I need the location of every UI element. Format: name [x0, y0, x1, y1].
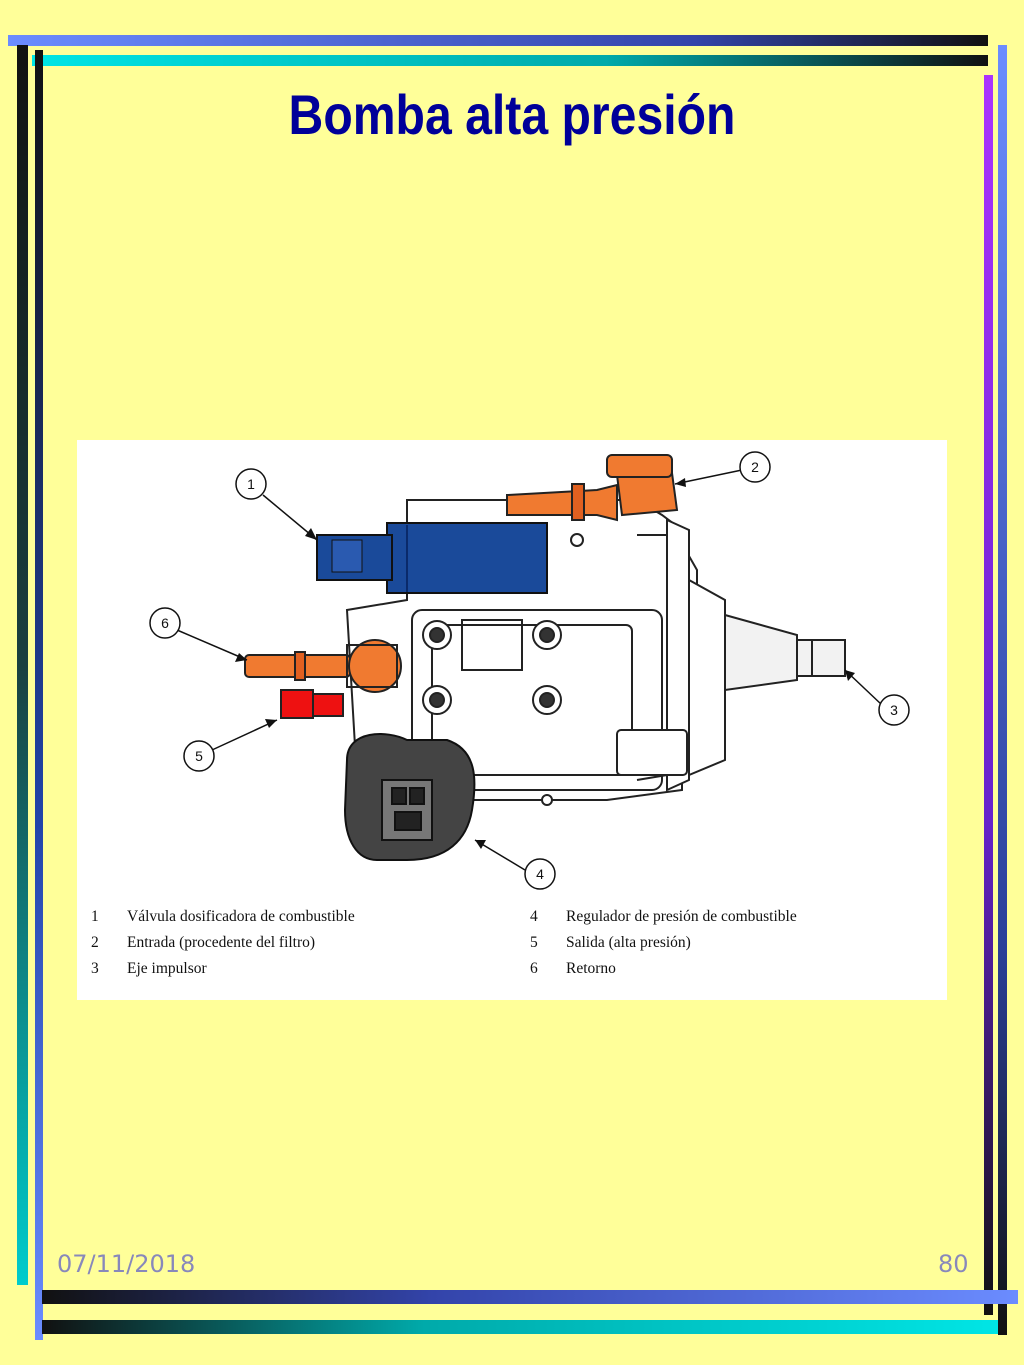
frame-bar-right-outer: [998, 45, 1007, 1335]
pump-illustration: 1 2 3 4 5 6: [149, 451, 910, 890]
callout-circle-3: [878, 694, 910, 726]
callout-label-6: 6: [161, 615, 169, 631]
callout-label-5: 5: [195, 748, 203, 764]
callout-circle-2: [739, 451, 771, 483]
frame-bar-bottom-outer: [42, 1290, 1018, 1304]
frame-bar-top-inner: [32, 55, 988, 66]
return-fitting: [244, 639, 402, 693]
frame-bar-left-outer: [17, 45, 28, 1285]
callout-circle-1: [235, 468, 267, 500]
frame-bar-top-outer: [8, 35, 988, 46]
slide-date: 07/11/2018: [57, 1250, 196, 1278]
callout-label-1: 1: [247, 476, 255, 492]
frame-bar-bottom-inner: [42, 1320, 998, 1334]
slide-page-number: 80: [938, 1250, 969, 1278]
callout-label-3: 3: [890, 702, 898, 718]
slide-title: Bomba alta presión: [288, 83, 736, 146]
leader-arrowheads: [235, 478, 855, 849]
pressure-regulator: [343, 733, 476, 861]
callout-circle-4: [524, 858, 556, 890]
inlet-fitting: [506, 454, 679, 522]
callout-label-4: 4: [536, 866, 544, 882]
frame-bar-right-inner: [984, 75, 993, 1315]
callout-circles: [149, 451, 910, 890]
metering-valve: [316, 522, 548, 594]
drive-shaft: [724, 613, 846, 692]
pump-diagram: 1 2 3 4 5 6 1 Válvula dosificadora de co…: [77, 440, 947, 1000]
frame-bar-left-inner: [35, 50, 43, 1340]
callout-circle-5: [183, 740, 215, 772]
outlet-fitting: [280, 689, 344, 719]
callout-circle-6: [149, 607, 181, 639]
callout-label-2: 2: [751, 459, 759, 475]
